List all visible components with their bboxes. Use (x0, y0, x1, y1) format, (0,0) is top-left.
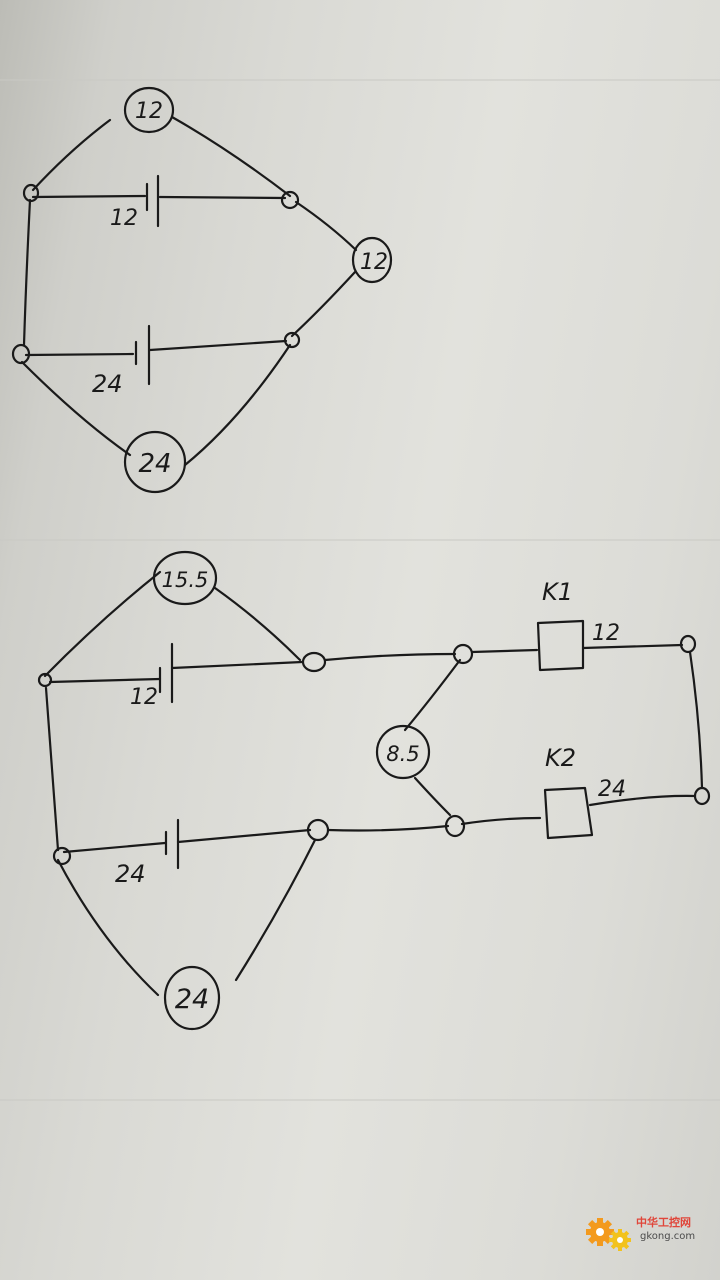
wire-bottom-lamp85-upper (403, 658, 462, 732)
diagram-bottom: K1 12 K2 24 15.5 8.5 24 12 2 (37, 550, 711, 1031)
relay-k1: K1 12 (536, 578, 620, 672)
wire-bottom-left-vertical (44, 686, 60, 852)
lamp-bottom-155-label: 15.5 (162, 568, 209, 592)
wire-top-lamp2-lower (290, 270, 357, 338)
wire-bottom-battery24-right (176, 828, 312, 844)
lamp-top-1: 12 (123, 86, 175, 134)
lamp-top-1-label: 12 (135, 99, 163, 124)
wire-bottom-lamp24-right (234, 838, 317, 982)
paper-rules (0, 79, 720, 1101)
node-bottom-left-upper (37, 672, 53, 688)
node-bottom-mid-lower (306, 818, 330, 842)
node-top-right-upper (280, 190, 300, 210)
wire-bottom-lamp24-left (56, 858, 160, 997)
wire-bottom-k2-out (588, 794, 697, 807)
relay-k2: K2 24 (543, 744, 626, 840)
wire-bottom-lamp155-right (213, 586, 302, 662)
node-bottom-right-upper (679, 634, 697, 654)
node-bottom-right-lower (693, 786, 711, 806)
lamp-bottom-24-label: 24 (175, 984, 209, 1015)
wire-bottom-lamp85-lower (413, 776, 452, 817)
node-bottom-junction-lower (444, 814, 466, 838)
wire-top-battery12-left (31, 194, 147, 199)
wire-top-lamp1-right (170, 115, 292, 198)
node-bottom-mid-upper (301, 651, 327, 673)
lamp-bottom-24: 24 (163, 965, 221, 1031)
wire-top-left-vertical (22, 198, 32, 347)
wire-bottom-k1-out (581, 643, 684, 650)
wire-top-lamp3-left (20, 360, 132, 457)
diagram-top: 12 12 24 12 24 (11, 86, 393, 494)
relay-k2-name: K2 (545, 744, 576, 772)
wire-top-lamp3-right (183, 343, 292, 467)
battery-symbol-bottom-12 (158, 642, 174, 704)
wire-bottom-battery12-right (170, 660, 304, 670)
wire-bottom-to-k2 (460, 816, 542, 826)
lamp-bottom-155: 15.5 (152, 550, 218, 606)
wire-top-battery24-left (24, 352, 135, 357)
lamp-bottom-85: 8.5 (375, 724, 431, 780)
relay-k2-rating: 24 (598, 777, 626, 802)
wire-top-lamp2-upper (294, 200, 358, 252)
wire-top-lamp1-left (31, 118, 112, 192)
wire-top-battery12-right (158, 195, 287, 200)
battery-symbol-top-12 (145, 174, 160, 228)
node-bottom-left-lower (52, 846, 72, 866)
lamp-bottom-85-label: 8.5 (386, 742, 419, 766)
relay-k1-rating: 12 (592, 621, 620, 646)
wire-bottom-to-k1 (470, 648, 539, 654)
node-top-right-lower (283, 331, 301, 349)
wire-bottom-mid-upper (323, 652, 457, 662)
lamp-top-3: 24 (123, 430, 187, 494)
wire-bottom-right-vertical (688, 650, 704, 790)
battery-bottom-24-label: 24 (115, 860, 146, 888)
node-bottom-junction-upper (452, 643, 474, 665)
relay-k1-name: K1 (542, 578, 573, 606)
watermark-name: 中华工控网 (636, 1216, 691, 1229)
gear-icon (586, 1218, 631, 1251)
node-top-left-upper (22, 183, 40, 203)
wire-bottom-battery24-left (62, 841, 167, 854)
wire-bottom-battery12-left (48, 677, 162, 684)
node-top-left-lower (11, 343, 31, 365)
battery-top-24-label: 24 (92, 370, 123, 398)
battery-bottom-12-label: 12 (130, 685, 158, 710)
battery-top-12-label: 12 (110, 206, 138, 231)
wire-top-battery24-right (148, 339, 288, 352)
lamp-top-2-label: 12 (360, 250, 388, 275)
battery-symbol-top-24 (134, 324, 151, 386)
watermark-logo: 中华工控网 gkong.com (580, 1200, 710, 1260)
lamp-top-2: 12 (351, 236, 393, 284)
wire-bottom-mid-lower (326, 824, 450, 832)
wire-bottom-lamp155-left (43, 570, 162, 678)
lamp-top-3-label: 24 (138, 449, 171, 479)
battery-symbol-bottom-24 (164, 818, 180, 870)
watermark-domain: gkong.com (640, 1231, 696, 1242)
